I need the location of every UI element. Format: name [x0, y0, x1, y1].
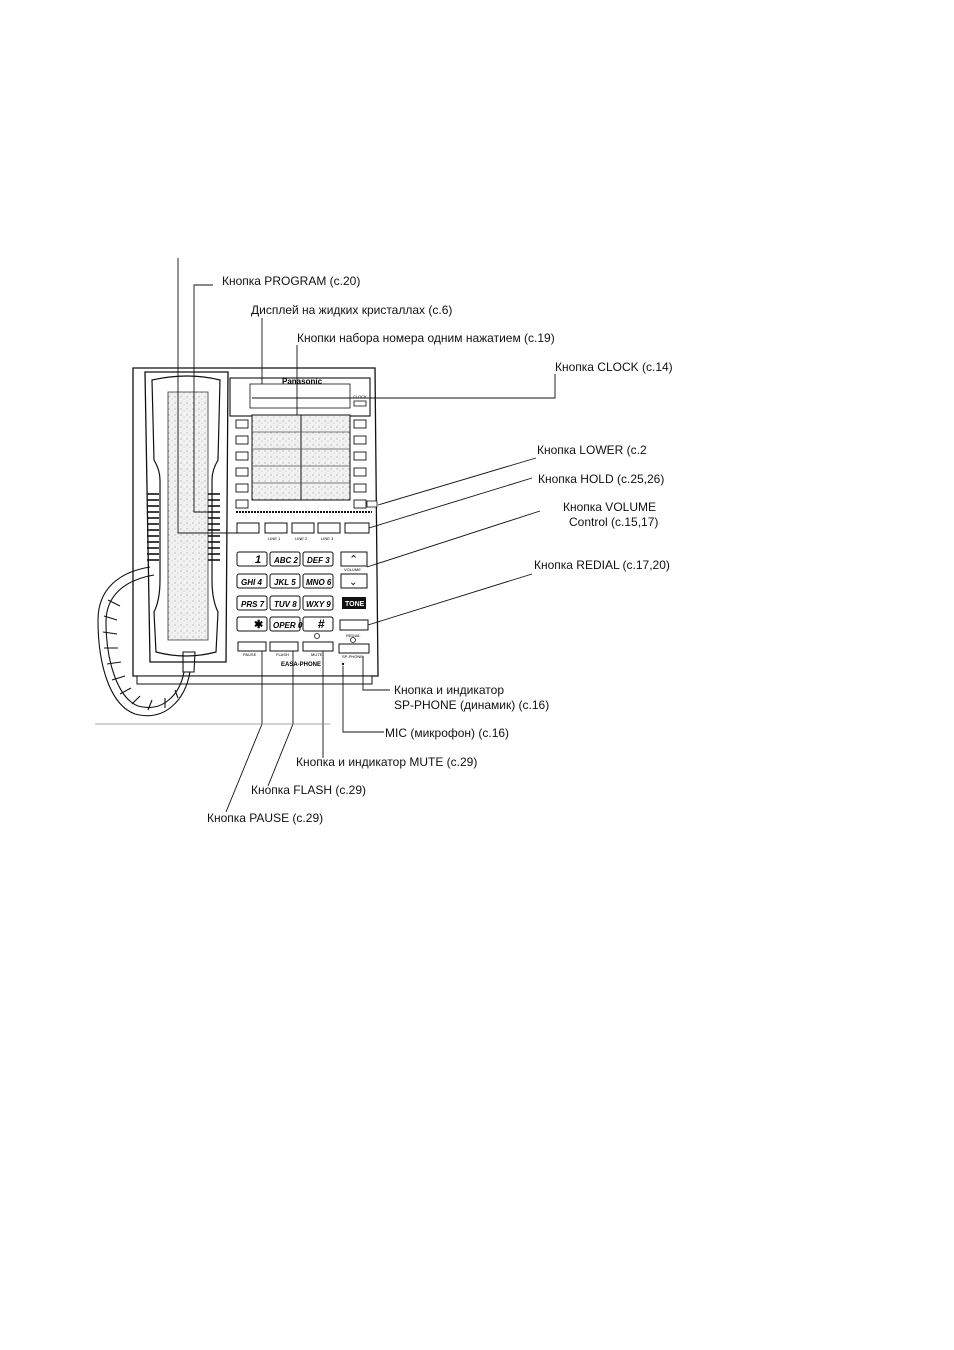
label-program: Кнопка PROGRAM (с.20)	[222, 274, 361, 288]
key-6[interactable]	[302, 573, 334, 589]
line-2-label: LINE 2	[295, 536, 308, 541]
key-1[interactable]	[236, 551, 268, 567]
key-2[interactable]	[269, 551, 301, 567]
label-speed-dial: Кнопки набора номера одним нажатием (с.1…	[297, 331, 555, 345]
volume-down-icon: ⌄	[349, 577, 357, 588]
key-0[interactable]	[269, 616, 301, 632]
coiled-cord	[97, 566, 196, 717]
program-button[interactable]	[236, 522, 260, 534]
line-2-button[interactable]	[291, 522, 315, 534]
line-3-button[interactable]	[317, 522, 341, 534]
key-hash[interactable]	[302, 616, 334, 632]
line-1-button[interactable]	[264, 522, 288, 534]
flash-text: FLASH	[276, 652, 289, 657]
label-lower: Кнопка LOWER (с.2	[537, 443, 647, 457]
key-7[interactable]	[236, 595, 268, 611]
label-volume-1: Кнопка VOLUME	[563, 500, 656, 514]
mute-indicator	[314, 633, 320, 639]
key-6-label: MNO 6	[306, 578, 332, 587]
leader-lines	[95, 258, 556, 813]
clock-button[interactable]	[353, 400, 367, 407]
pause-text: PAUSE	[243, 652, 257, 657]
volume-down-button[interactable]	[340, 573, 368, 589]
easa-phone-text: EASA-PHONE	[281, 662, 321, 668]
key-2-label: ABC 2	[273, 556, 299, 565]
key-hash-label: #	[318, 617, 325, 631]
lower-button[interactable]	[366, 500, 378, 508]
lcd-display	[229, 377, 371, 417]
key-4[interactable]	[236, 573, 268, 589]
label-volume-2: Control (с.15,17)	[569, 515, 659, 529]
volume-text: VOLUME	[344, 567, 361, 572]
sp-phone-button[interactable]	[338, 643, 370, 654]
key-9[interactable]	[302, 595, 334, 611]
label-mic: MIC (микрофон) (с.16)	[385, 726, 510, 740]
clock-key-text: CLOCK	[353, 394, 367, 399]
line-3-label: LINE 3	[321, 536, 334, 541]
mute-button[interactable]	[302, 641, 334, 652]
redial-text: REDIAL	[346, 633, 361, 638]
key-9-label: WXY 9	[306, 600, 331, 609]
label-redial: Кнопка REDIAL (с.17,20)	[534, 558, 670, 572]
redial-button[interactable]	[339, 619, 369, 631]
volume-up-button[interactable]	[340, 551, 368, 567]
sp-phone-indicator	[350, 637, 356, 643]
mic-hole	[341, 662, 345, 666]
key-4-label: GHI 4	[241, 578, 262, 587]
pause-button[interactable]	[237, 641, 267, 652]
line-1-label: LINE 1	[268, 536, 281, 541]
speed-dial-buttons-left[interactable]	[235, 419, 249, 509]
volume-up-icon: ⌃	[349, 554, 358, 566]
flash-button[interactable]	[269, 641, 299, 652]
line-buttons-row: LINE 1 LINE 2 LINE 3	[236, 522, 370, 541]
label-lcd: Дисплей на жидких кристаллах (с.6)	[251, 303, 453, 317]
keypad: 1 ABC 2 DEF 3 GHI 4 JKL 5 MNO 6 PRS 7 TU…	[236, 551, 334, 632]
brand-logo: Panasonic	[282, 377, 323, 386]
key-7-label: PRS 7	[241, 600, 265, 609]
key-8-label: TUV 8	[274, 600, 297, 609]
mute-text: MUTE	[311, 652, 323, 657]
key-3[interactable]	[302, 551, 334, 567]
directory-card	[251, 414, 351, 501]
label-sp-phone-1: Кнопка и индикатор	[394, 683, 505, 697]
tone-badge	[342, 597, 366, 609]
sp-phone-text: SP-PHONE	[342, 654, 363, 659]
speaker-grille-left	[147, 493, 159, 561]
label-pause: Кнопка PAUSE (с.29)	[207, 811, 324, 825]
label-clock: Кнопка CLOCK (с.14)	[555, 360, 673, 374]
key-1-label: 1	[255, 554, 261, 566]
label-flash: Кнопка FLASH (с.29)	[251, 783, 366, 797]
key-star-label: ✱	[254, 619, 263, 631]
speed-dial-buttons-right[interactable]	[353, 419, 367, 509]
tone-badge-text: TONE	[345, 601, 365, 608]
label-sp-phone-2: SP-PHONE (динамик) (с.16)	[394, 698, 550, 712]
hold-button[interactable]	[344, 522, 370, 534]
key-star[interactable]	[236, 616, 268, 632]
key-0-label: OPER 0	[273, 621, 303, 630]
speaker-grille-right	[208, 493, 220, 561]
key-5[interactable]	[269, 573, 301, 589]
label-hold: Кнопка HOLD (с.25,26)	[538, 472, 665, 486]
key-3-label: DEF 3	[307, 556, 330, 565]
label-mute: Кнопка и индикатор MUTE (с.29)	[296, 755, 478, 769]
handset	[144, 371, 229, 663]
key-5-label: JKL 5	[274, 578, 296, 587]
key-8[interactable]	[269, 595, 301, 611]
